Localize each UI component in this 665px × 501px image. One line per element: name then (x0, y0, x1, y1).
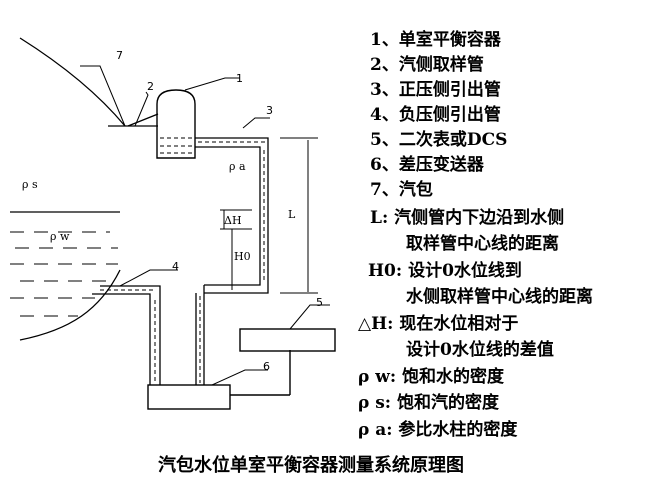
legend-rho-s: ρ s: 饱和汽的密度 (358, 393, 499, 413)
balance-vessel (156, 89, 196, 159)
l-label: L (288, 208, 296, 221)
h0-label: H0 (234, 250, 251, 263)
figure-caption: 汽包水位单室平衡容器测量系统原理图 (158, 455, 464, 476)
legend-item-2: 2、汽侧取样管 (370, 55, 484, 75)
legend-item-5: 5、二次表或DCS (370, 130, 508, 150)
symbol-labels: ρ s ρ w ρ a ΔH H0 L (22, 160, 296, 263)
dimension-markers (220, 137, 318, 294)
legend-item-6: 6、差压变送器 (370, 155, 484, 175)
rho-s-label: ρ s (22, 178, 38, 191)
legend-dh-line2: 设计0水位线的差值 (406, 340, 554, 360)
negative-side-pipe (92, 285, 205, 385)
callout-numbers: 7 2 1 3 4 5 6 (116, 49, 323, 373)
legend-item-4: 4、负压侧引出管 (370, 105, 501, 125)
legend-l-line1: L: 汽侧管内下边沿到水侧 (370, 208, 565, 228)
callout-1: 1 (236, 72, 243, 85)
callout-4: 4 (172, 260, 179, 273)
legend-item-1: 1、单室平衡容器 (370, 30, 501, 50)
callout-leaders (80, 65, 330, 386)
callout-6: 6 (263, 360, 270, 373)
legend-item-3: 3、正压侧引出管 (370, 80, 501, 100)
secondary-instrument (239, 328, 336, 352)
callout-3: 3 (266, 104, 273, 117)
legend-h0-line1: H0: 设计0水位线到 (368, 261, 522, 281)
legend-rho-a: ρ a: 参比水柱的密度 (358, 420, 518, 440)
legend-item-7: 7、汽包 (370, 180, 433, 200)
callout-7: 7 (116, 49, 123, 62)
steam-sample-pipe (108, 113, 159, 127)
legend-l-line2: 取样管中心线的距离 (406, 234, 559, 254)
callout-5: 5 (316, 296, 323, 309)
rho-w-label: ρ w (50, 230, 70, 243)
delta-h-label: ΔH (224, 214, 242, 227)
legend-dh-line1: △H: 现在水位相对于 (358, 314, 519, 334)
legend-rho-w: ρ w: 饱和水的密度 (358, 367, 505, 387)
legend-h0-line2: 水侧取样管中心线的距离 (406, 287, 593, 307)
rho-a-label: ρ a (229, 160, 246, 173)
callout-2: 2 (147, 80, 154, 93)
drum (10, 37, 126, 341)
differential-pressure-transmitter (147, 350, 291, 410)
